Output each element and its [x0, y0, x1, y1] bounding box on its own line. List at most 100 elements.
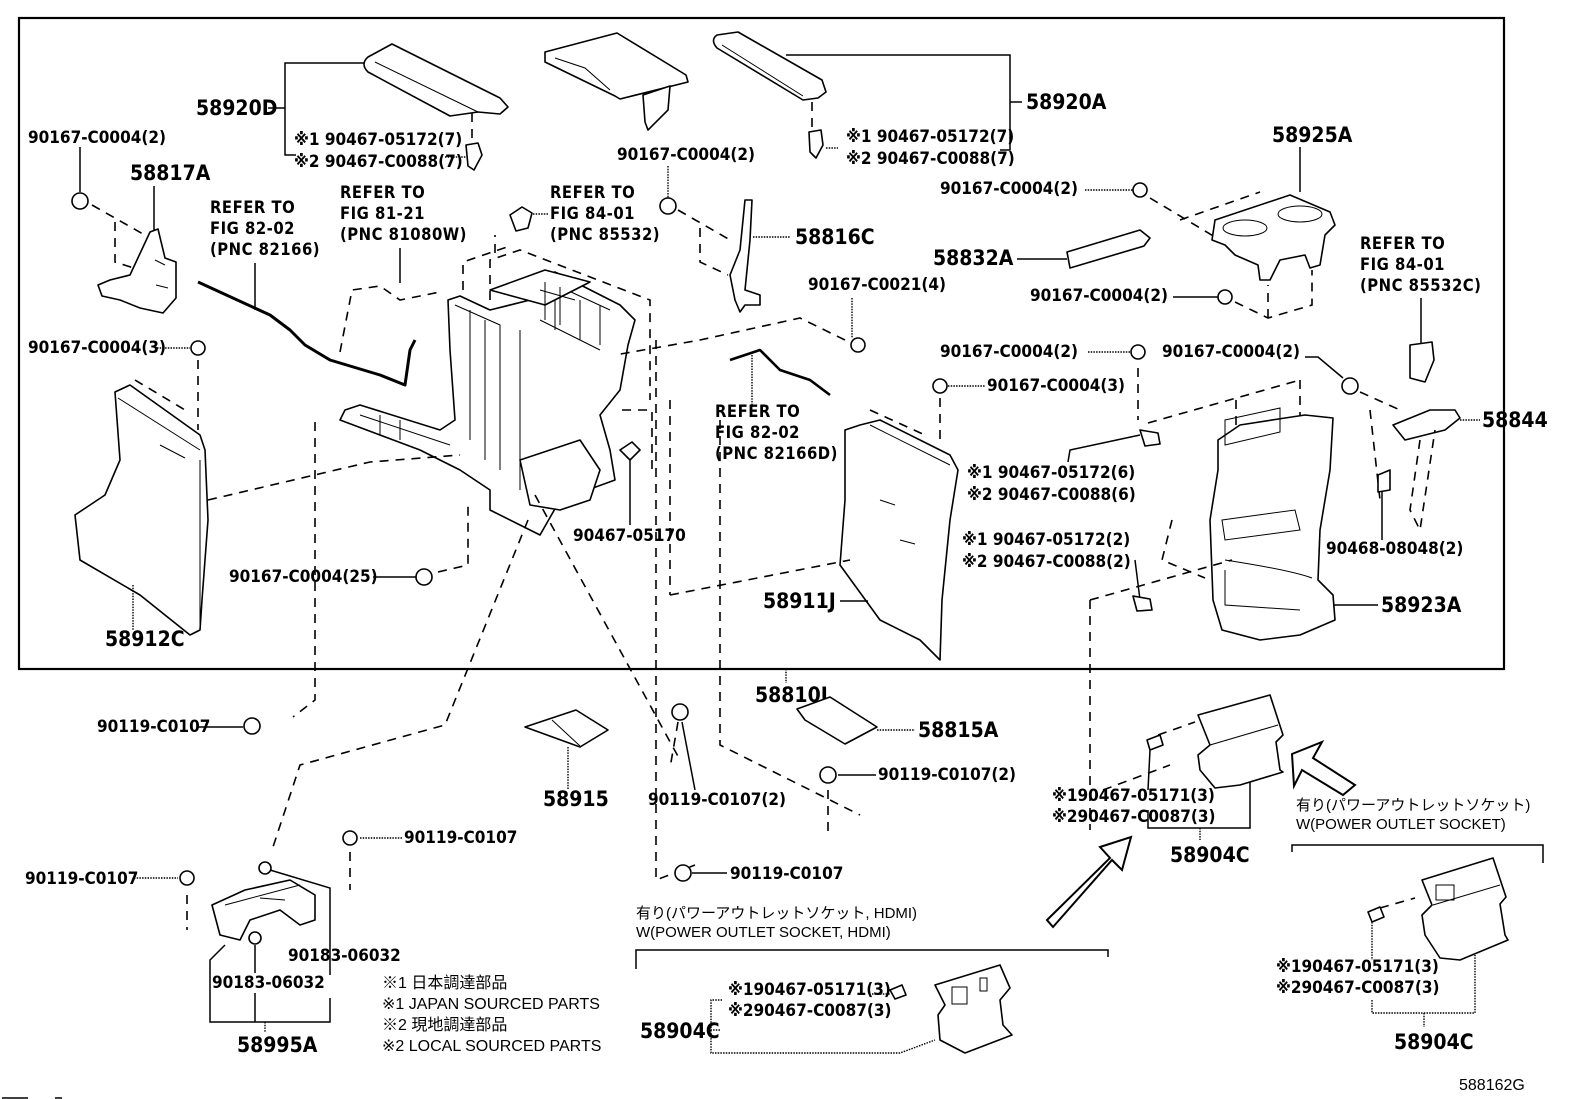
- part-label-58920A-clip2[interactable]: ※2 90467-C0088(7): [846, 149, 1015, 169]
- socket-panel-outlet[interactable]: [1421, 857, 1509, 961]
- bracket-58816C[interactable]: [729, 199, 761, 313]
- screw-icon: [71, 192, 89, 210]
- side-panel-58912C[interactable]: [74, 384, 209, 636]
- part-label-screw-c0107-right[interactable]: 90119-C0107(2): [878, 765, 1016, 785]
- part-label-58920D-clip2[interactable]: ※2 90467-C0088(7): [294, 152, 463, 172]
- arrow-up-right-icon: [1045, 835, 1133, 929]
- cup-holder-58925A[interactable]: [1211, 194, 1336, 281]
- part-label-58904C-outlet[interactable]: 58904C: [1394, 1030, 1474, 1054]
- side-panel-58911J[interactable]: [839, 419, 959, 661]
- svg-text:FIG 82-02: FIG 82-02: [715, 423, 800, 442]
- part-label-58911J-screw-b[interactable]: 90167-C0004(3): [987, 376, 1125, 396]
- part-label-58995A-nut-a[interactable]: 90183-06032: [288, 946, 401, 966]
- part-label-58817A-screw[interactable]: 90167-C0004(2): [28, 128, 166, 148]
- svg-text:FIG 82-02: FIG 82-02: [210, 219, 295, 238]
- part-label-58904C-outlet-clip2[interactable]: ※290467-C0087(3): [1276, 978, 1439, 998]
- svg-text:(PNC 85532C): (PNC 85532C): [1360, 276, 1481, 295]
- part-label-58911J-screw-a[interactable]: 90167-C0004(2): [940, 342, 1078, 362]
- part-label-58911J[interactable]: 58911J: [763, 589, 836, 613]
- screw-icon: [674, 864, 692, 882]
- reference-82166[interactable]: REFER TO FIG 82-02 (PNC 82166): [210, 198, 320, 259]
- bracket-58832A[interactable]: [1066, 229, 1151, 269]
- switch-85532: [509, 206, 533, 232]
- part-label-58995A-screw-right[interactable]: 90119-C0107: [404, 828, 517, 848]
- part-label-58911J-clip1-b[interactable]: ※1 90467-05172(2): [962, 530, 1130, 550]
- part-label-58923A-screw[interactable]: 90167-C0004(2): [1162, 342, 1300, 362]
- part-label-58816C-screw[interactable]: 90167-C0004(2): [617, 145, 755, 165]
- part-label-screw-c0107-left[interactable]: 90119-C0107: [97, 717, 210, 737]
- part-label-58904C-outlet-clip1[interactable]: ※190467-05171(3): [1276, 957, 1439, 977]
- part-label-screw-25[interactable]: 90167-C0004(25): [229, 567, 378, 587]
- reference-81080W[interactable]: REFER TO FIG 81-21 (PNC 81080W): [340, 183, 467, 244]
- clip-icon: [1377, 469, 1391, 493]
- part-label-58920D[interactable]: 58920D: [196, 96, 277, 120]
- svg-text:(PNC 82166D): (PNC 82166D): [715, 444, 838, 463]
- part-label-58904C-hdmi-clip2[interactable]: ※290467-C0087(3): [728, 1001, 891, 1021]
- switch-85532C: [1409, 341, 1435, 383]
- tray-58915[interactable]: [524, 709, 609, 748]
- armrest-lid-58920D[interactable]: [363, 43, 509, 117]
- part-label-screw-c0107-bottom[interactable]: 90119-C0107: [730, 864, 843, 884]
- part-label-screw-c0021[interactable]: 90167-C0021(4): [808, 275, 946, 295]
- part-label-58904C[interactable]: 58904C: [1170, 843, 1250, 867]
- part-label-58920A[interactable]: 58920A: [1026, 90, 1107, 114]
- svg-text:※1 JAPAN SOURCED PARTS: ※1 JAPAN SOURCED PARTS: [382, 996, 600, 1013]
- clip-icon: [808, 129, 824, 159]
- svg-text:REFER TO: REFER TO: [1360, 234, 1445, 253]
- part-label-58844[interactable]: 58844: [1482, 408, 1548, 432]
- screw-icon: [342, 830, 358, 846]
- screw-icon: [659, 197, 677, 215]
- svg-text:FIG 81-21: FIG 81-21: [340, 204, 425, 223]
- socket-panel-58904C[interactable]: [1197, 694, 1284, 789]
- console-box-body[interactable]: [339, 269, 636, 536]
- reference-82166D[interactable]: REFER TO FIG 82-02 (PNC 82166D): [715, 402, 838, 463]
- part-label-58915[interactable]: 58915: [543, 787, 609, 811]
- part-label-58911J-clip1-a[interactable]: ※1 90467-05172(6): [967, 463, 1135, 483]
- part-label-58904C-clip1[interactable]: ※190467-05171(3): [1052, 786, 1215, 806]
- part-label-58995A[interactable]: 58995A: [237, 1033, 318, 1057]
- bracket-58844[interactable]: [1392, 409, 1461, 441]
- part-label-screw-c0107-center[interactable]: 90119-C0107(2): [648, 790, 786, 810]
- part-label-58925A-screw-bottom[interactable]: 90167-C0004(2): [1030, 286, 1168, 306]
- part-label-58923A[interactable]: 58923A: [1381, 593, 1462, 617]
- part-label-58925A-screw-top[interactable]: 90167-C0004(2): [940, 179, 1078, 199]
- reference-85532[interactable]: REFER TO FIG 84-01 (PNC 85532): [550, 183, 660, 244]
- screw-icon: [243, 717, 261, 735]
- part-label-58904C-hdmi[interactable]: 58904C: [640, 1019, 720, 1043]
- part-label-58817A[interactable]: 58817A: [130, 161, 211, 185]
- part-label-58816C[interactable]: 58816C: [795, 225, 875, 249]
- part-label-58925A[interactable]: 58925A: [1272, 123, 1353, 147]
- part-label-58911J-clip2-b[interactable]: ※2 90467-C0088(2): [962, 552, 1131, 572]
- part-label-58995A-nut-b[interactable]: 90183-06032: [212, 973, 325, 993]
- svg-text:REFER TO: REFER TO: [715, 402, 800, 421]
- part-label-clip-08048[interactable]: 90468-08048(2): [1326, 539, 1463, 559]
- armrest-58920A[interactable]: [712, 31, 827, 101]
- console-lid[interactable]: [544, 32, 689, 131]
- part-label-clip-05170[interactable]: 90467-05170: [573, 526, 686, 546]
- part-label-58904C-clip2[interactable]: ※290467-C0087(3): [1052, 807, 1215, 827]
- rear-panel-58923A[interactable]: [1209, 407, 1336, 641]
- part-label-58920D-clip1[interactable]: ※1 90467-05172(7): [294, 130, 462, 150]
- part-label-58911J-clip2-a[interactable]: ※2 90467-C0088(6): [967, 485, 1136, 505]
- cover-58815A[interactable]: [796, 696, 878, 745]
- reference-85532C[interactable]: REFER TO FIG 84-01 (PNC 85532C): [1360, 234, 1481, 295]
- part-label-58995A-screw-left[interactable]: 90119-C0107: [25, 869, 138, 889]
- screw-icon: [932, 378, 948, 394]
- bracket-58995A[interactable]: [211, 879, 316, 941]
- part-label-58912C[interactable]: 58912C: [105, 627, 185, 651]
- part-label-58912C-screw[interactable]: 90167-C0004(3): [28, 338, 166, 358]
- part-label-58904C-hdmi-clip1[interactable]: ※190467-05171(3): [728, 980, 891, 1000]
- screw-icon: [671, 703, 689, 721]
- bracket-58817A[interactable]: [97, 228, 177, 314]
- variant-hdmi-jp: 有り(パワーアウトレットソケット, HDMI): [636, 905, 917, 922]
- nut-icon: [258, 861, 272, 875]
- part-label-58920A-clip1[interactable]: ※1 90467-05172(7): [846, 127, 1014, 147]
- screw-icon: [1341, 377, 1359, 395]
- clip-icon: [619, 441, 641, 461]
- part-label-58815A[interactable]: 58815A: [918, 718, 999, 742]
- socket-panel-hdmi[interactable]: [934, 964, 1013, 1054]
- part-label-58832A[interactable]: 58832A: [933, 246, 1014, 270]
- variant-outlet-jp: 有り(パワーアウトレットソケット): [1296, 797, 1530, 814]
- variant-outlet-en: W(POWER OUTLET SOCKET): [1296, 816, 1506, 833]
- clip-icon: [1139, 429, 1161, 447]
